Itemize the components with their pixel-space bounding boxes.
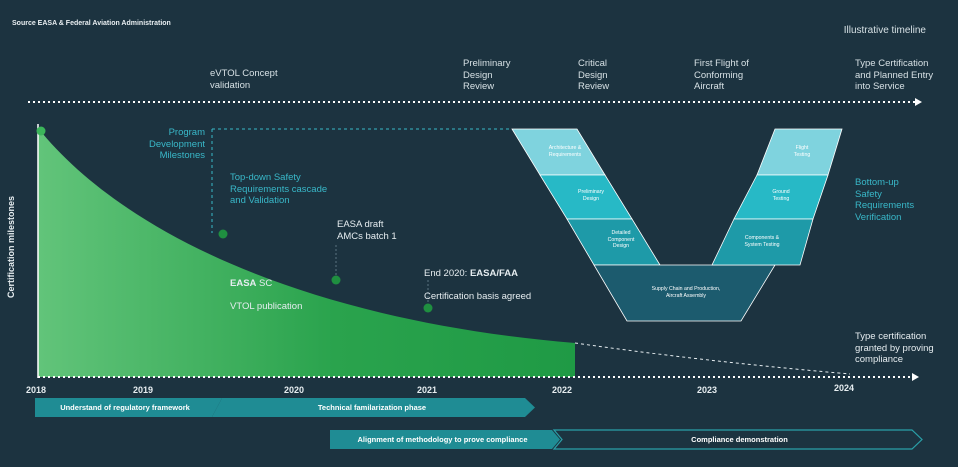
- v-flight-label: Flight Testing: [793, 145, 811, 158]
- milestone-dot-draft: [331, 275, 341, 285]
- bottomup-label: Bottom-up Safety Requirements Verificati…: [855, 177, 915, 223]
- typecert-granted-label: Type certification granted by proving co…: [855, 331, 934, 365]
- phase-compliance[interactable]: [552, 429, 923, 450]
- milestone-dot-2018: [36, 126, 46, 136]
- v-detailed-label: Detailed Component Design: [607, 230, 635, 249]
- certification-curve-area: [38, 128, 575, 377]
- illustrative-label: Illustrative timeline: [843, 25, 926, 36]
- v-ground-label: Ground Testing: [772, 189, 790, 202]
- end2020-bold: EASA/FAA: [469, 267, 519, 279]
- source-label: Source EASA & Federal Aviation Administr…: [12, 20, 171, 27]
- v-supply-chain-label: Supply Chain and Production, Aircraft As…: [651, 286, 721, 299]
- phase-understand-label: Understand of regulatory framework: [60, 403, 190, 412]
- phase-technical-label: Technical familarization phase: [317, 403, 427, 412]
- year-2024: 2024: [834, 383, 855, 393]
- phase-technical[interactable]: [212, 398, 535, 417]
- milestone-first-flight: First Flight of Conforming Aircraft: [694, 58, 749, 92]
- x-axis-arrow: [912, 373, 919, 381]
- phase-understand[interactable]: [35, 398, 222, 417]
- easa-draft-label: EASA draft AMCs batch 1: [337, 219, 397, 242]
- year-2022: 2022: [552, 385, 573, 395]
- easa-sc-bold: EASA: [230, 277, 257, 289]
- curve-tail-dashed: [574, 342, 851, 375]
- year-2019: 2019: [133, 385, 154, 395]
- program-milestones-label: Program Development Milestones: [149, 127, 205, 161]
- phase-alignment-label: Alignment of methodology to prove compli…: [357, 435, 528, 444]
- easa-sc-line2: VTOL publication: [230, 300, 303, 312]
- year-2021: 2021: [417, 385, 438, 395]
- year-2018: 2018: [26, 385, 47, 395]
- easa-sc-rest: SC: [256, 277, 273, 289]
- end2020-line2: Certification basis agreed: [424, 290, 532, 302]
- phase-compliance-label: Compliance demonstration: [691, 435, 788, 444]
- topdown-label: Top-down Safety Requirements cascade and…: [230, 172, 328, 206]
- y-axis-label: Certification milestones: [6, 195, 16, 298]
- end2020-label: End 2020: EASA/FAA Certification basis a…: [424, 256, 531, 302]
- easa-sc-label: EASA SC VTOL publication: [230, 266, 302, 312]
- v-components: [711, 218, 814, 266]
- v-preliminary-label: Preliminary Design: [578, 189, 604, 202]
- phase-alignment[interactable]: [330, 430, 560, 449]
- milestone-pdr: Preliminary Design Review: [463, 58, 511, 92]
- v-model: [511, 128, 843, 322]
- end2020-prefix: End 2020:: [424, 267, 470, 279]
- milestone-dot-sc: [218, 229, 228, 239]
- v-architecture-label: Architecture & Requirements: [548, 145, 582, 158]
- v-components-label: Components & System Testing: [744, 235, 780, 248]
- top-timeline-arrow: [915, 98, 922, 106]
- milestone-evtol: eVTOL Concept validation: [210, 68, 278, 91]
- milestone-type-cert: Type Certification and Planned Entry int…: [855, 58, 934, 92]
- milestone-cdr: Critical Design Review: [578, 58, 610, 92]
- year-2020: 2020: [284, 385, 305, 395]
- milestone-dot-basis: [423, 303, 433, 313]
- year-2023: 2023: [697, 385, 718, 395]
